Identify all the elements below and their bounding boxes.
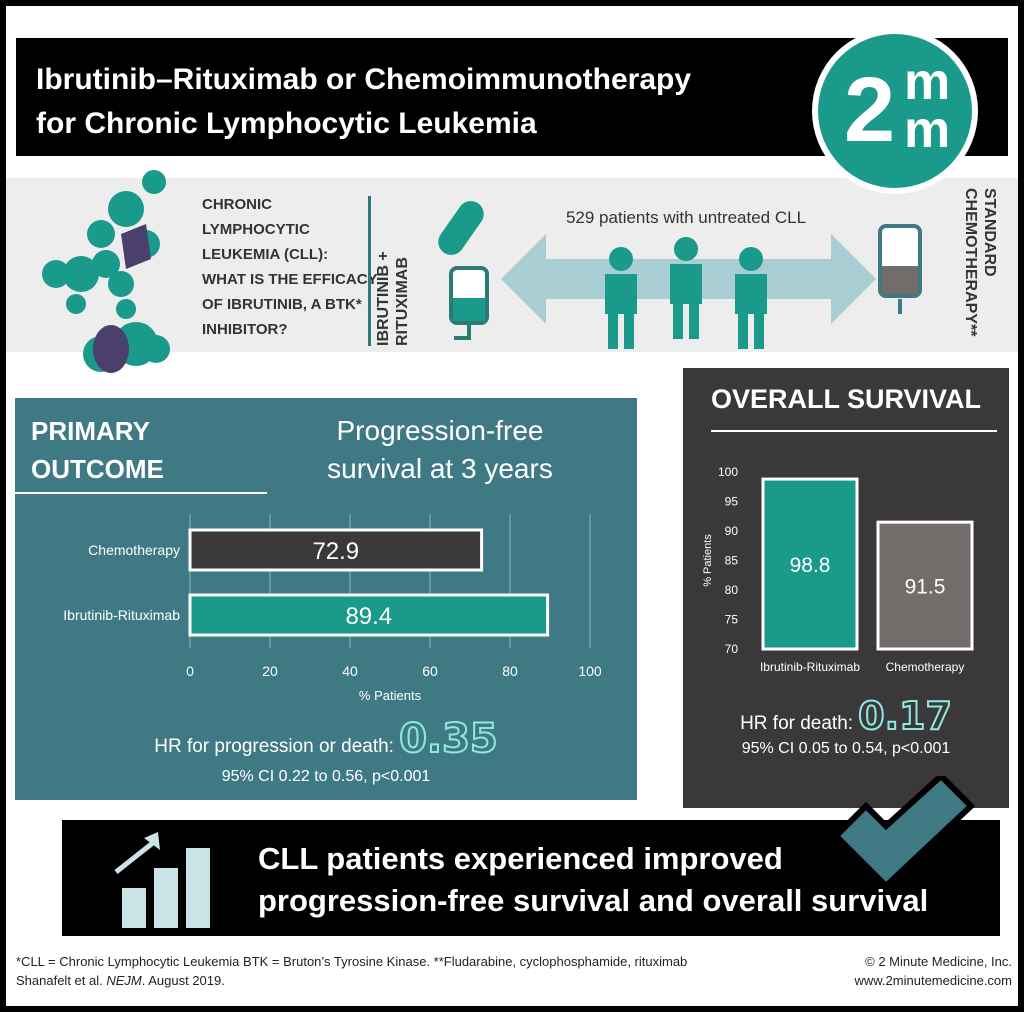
divider	[368, 196, 371, 346]
subtitle-line: survival at 3 years	[327, 453, 553, 484]
conclusion-line: progression-free survival and overall su…	[258, 883, 929, 918]
citation-journal: NEJM	[106, 973, 142, 988]
pfs-hr: HR for progression or death: 0.35	[15, 715, 637, 763]
rising-bars-icon	[114, 832, 210, 928]
heading-line: OUTCOME	[31, 454, 164, 484]
bar-value-label: 72.9	[312, 538, 359, 565]
primary-heading: PRIMARY OUTCOME	[31, 412, 164, 488]
hr-value: 0.35	[398, 715, 499, 763]
question-line: INHIBITOR?	[202, 321, 288, 338]
overall-survival-panel: OVERALL SURVIVAL 70 75 80 85 90 95 100 % Patien…	[683, 368, 1009, 808]
conclusion-line: CLL patients experienced improved	[258, 841, 783, 876]
arm-ibrutinib-label: IBRUTINIB + RITUXIMAB	[375, 251, 411, 346]
y-tick-label: 90	[725, 524, 739, 538]
x-tick-label: 80	[502, 663, 518, 679]
hr-label: HR for death:	[740, 713, 854, 734]
y-tick-label: 75	[725, 613, 739, 627]
bar	[188, 528, 484, 572]
bar	[188, 593, 550, 637]
primary-outcome-panel: PRIMARY OUTCOME Progression-free surviva…	[15, 398, 637, 800]
y-tick-label: 70	[725, 642, 739, 656]
citation: Shanafelt et al. NEJM. August 2019.	[16, 971, 687, 990]
y-category-label: Ibrutinib-Rituximab	[63, 607, 180, 623]
subtitle-line: Progression-free	[336, 415, 544, 446]
y-tick-label: 95	[725, 495, 739, 509]
bar-value-label: 91.5	[905, 576, 946, 599]
cell-illustration-icon	[42, 170, 170, 373]
x-category-label: Ibrutinib-Rituximab	[760, 660, 860, 674]
question-line: LEUKEMIA (CLL):	[202, 246, 329, 263]
bar	[761, 477, 859, 651]
website-link[interactable]: www.2minutemedicine.com	[854, 973, 1012, 988]
patients-arrow-icon	[501, 234, 876, 349]
checkmark-icon	[831, 776, 976, 886]
hr-label: HR for progression or death:	[154, 736, 394, 757]
x-category-label: Chemotherapy	[886, 660, 965, 674]
title-line: Ibrutinib–Rituximab or Chemoimmunotherap…	[36, 63, 692, 96]
divider	[711, 430, 997, 432]
x-tick-label: 60	[422, 663, 438, 679]
question-line: WHAT IS THE EFFICACY	[202, 271, 378, 288]
footnotes: *CLL = Chronic Lymphocytic Leukemia BTK …	[16, 952, 687, 990]
footnote-line: *CLL = Chronic Lymphocytic Leukemia BTK …	[16, 954, 688, 969]
primary-subtitle: Progression-free survival at 3 years	[305, 412, 575, 488]
title-line: for Chronic Lymphocytic Leukemia	[36, 107, 537, 140]
pfs-bar-chart: 0 20 40 60 80 100 % Patients 72.9 Chemotherapy 89…	[63, 514, 602, 703]
copyright: © 2 Minute Medicine, Inc. www.2minutemed…	[854, 952, 1012, 990]
y-axis-label: % Patients	[702, 534, 714, 587]
2mm-logo: 2 m m	[812, 28, 978, 194]
conclusion-text: CLL patients experienced improved progre…	[258, 838, 928, 922]
divider	[15, 492, 267, 494]
question-line: LYMPHOCYTIC	[202, 221, 310, 238]
bar	[876, 520, 974, 651]
os-hr: HR for death: 0.17	[683, 693, 1009, 739]
x-tick-label: 100	[578, 663, 602, 679]
os-heading: OVERALL SURVIVAL	[710, 384, 982, 414]
citation-authors: Shanafelt et al.	[16, 973, 107, 988]
bar-value-label: 98.8	[790, 554, 831, 577]
study-question: CHRONIC LYMPHOCYTIC LEUKEMIA (CLL): WHAT…	[202, 192, 378, 342]
y-tick-label: 85	[725, 554, 739, 568]
x-tick-label: 0	[186, 663, 194, 679]
arm-chemo-label: STANDARD CHEMOTHERAPY**	[962, 188, 998, 337]
chemo-iv-bag-icon	[878, 224, 922, 314]
population-label: 529 patients with untreated CLL	[565, 208, 807, 227]
pill-and-iv-bag-icon	[438, 201, 489, 340]
x-tick-label: 40	[342, 663, 358, 679]
pfs-ci: 95% CI 0.22 to 0.56, p<0.001	[221, 768, 431, 785]
x-axis-label: % Patients	[359, 688, 422, 703]
question-line: OF IBRUTINIB, A BTK*	[202, 296, 362, 313]
y-category-label: Chemotherapy	[88, 542, 180, 558]
y-tick-label: 100	[718, 465, 738, 479]
hr-value: 0.17	[857, 693, 953, 739]
x-tick-label: 20	[262, 663, 278, 679]
bar-value-label: 89.4	[345, 603, 392, 630]
y-tick-label: 80	[725, 583, 739, 597]
citation-date: . August 2019.	[141, 973, 225, 988]
os-ci: 95% CI 0.05 to 0.54, p<0.001	[741, 740, 951, 757]
question-line: CHRONIC	[202, 196, 272, 213]
copyright-text: © 2 Minute Medicine, Inc.	[865, 954, 1012, 969]
heading-line: PRIMARY	[31, 416, 150, 446]
os-bar-chart: 70 75 80 85 90 95 100 % Patients 98.8Ibrutinib-R…	[702, 465, 974, 674]
page-title: Ibrutinib–Rituximab or Chemoimmunotherap…	[36, 58, 691, 146]
infographic: Ibrutinib–Rituximab or Chemoimmunotherap…	[6, 6, 1018, 1006]
